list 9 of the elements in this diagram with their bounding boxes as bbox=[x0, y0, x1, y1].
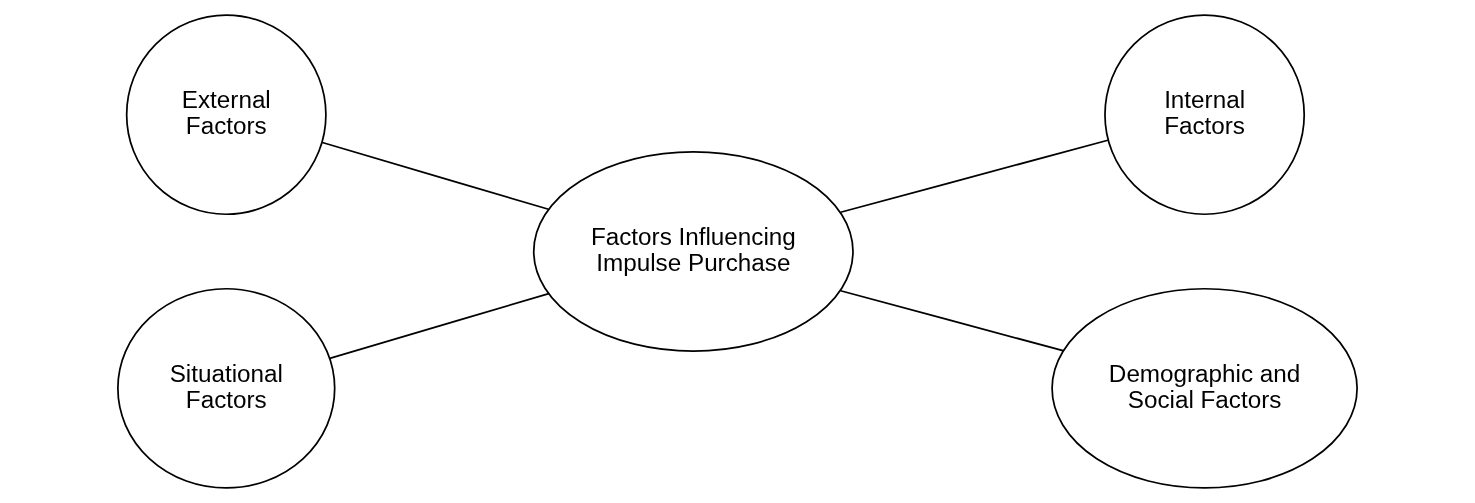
node-circle: Internal Factors bbox=[1104, 14, 1306, 216]
node-circle: External Factors bbox=[125, 14, 327, 216]
connector bbox=[839, 139, 1109, 214]
connector bbox=[328, 292, 550, 360]
node-ellipse: Demographic and Social Factors bbox=[1051, 287, 1358, 489]
node-circle: Situational Factors bbox=[117, 287, 336, 489]
connector bbox=[839, 289, 1064, 352]
node-ellipse: Factors Influencing Impulse Purchase bbox=[532, 151, 854, 352]
connector bbox=[321, 141, 550, 211]
